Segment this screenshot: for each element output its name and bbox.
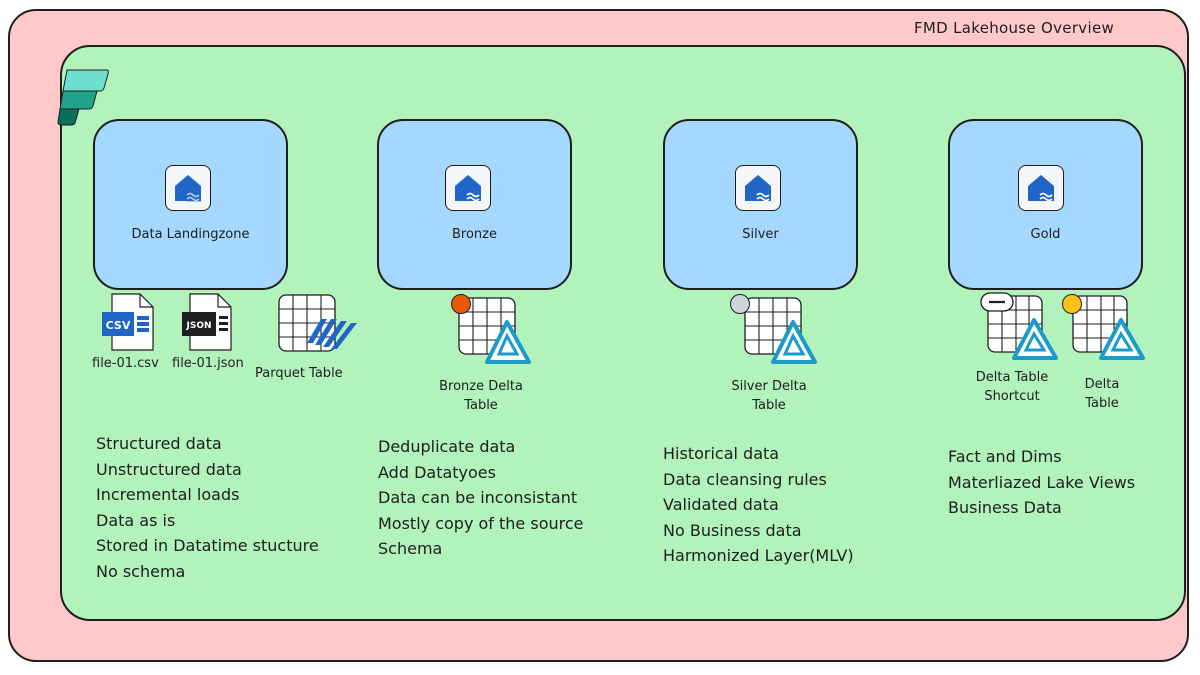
note-line: No schema xyxy=(96,561,186,581)
note-line: No Business data xyxy=(663,520,802,540)
note-line: Stored in Datatime stucture xyxy=(96,536,319,556)
lakehouse-icon xyxy=(735,165,781,211)
note-line: Schema xyxy=(378,539,443,559)
note-line: Incremental loads xyxy=(96,485,240,505)
gold-delta-table-icon xyxy=(1072,295,1145,360)
landing-notes: Structured data Unstructured data Increm… xyxy=(96,431,319,585)
lakehouse-icon xyxy=(165,165,211,211)
note-line: Data can be inconsistant xyxy=(378,488,578,508)
bronze-notes: Deduplicate data Add Datatyoes Data can … xyxy=(378,434,583,562)
note-line: Historical data xyxy=(663,444,780,463)
lakehouse-icon xyxy=(1018,165,1064,211)
fabric-logo-icon xyxy=(57,69,109,126)
silver-notes: Historical data Data cleansing rules Val… xyxy=(663,441,854,569)
json-file-label: file-01.json xyxy=(172,356,244,371)
silver-delta-table-icon xyxy=(744,297,817,364)
note-line: Harmonized Layer(MLV) xyxy=(663,546,854,566)
note-line: Materliazed Lake Views xyxy=(948,472,1136,492)
note-line: Data as is xyxy=(96,510,176,530)
layer-label: Silver xyxy=(742,227,779,242)
bronze-status-dot xyxy=(451,294,471,314)
json-badge: JSON xyxy=(185,321,211,331)
layer-label: Bronze xyxy=(452,227,497,242)
note-line: Validated data xyxy=(663,495,779,515)
json-file-icon: JSON xyxy=(182,293,232,351)
layer-label: Data Landingzone xyxy=(131,227,250,242)
csv-badge: CSV xyxy=(106,319,131,332)
csv-file-label: file-01.csv xyxy=(92,356,159,371)
layer-bronze: Bronze xyxy=(377,119,572,290)
note-line: Data cleansing rules xyxy=(663,469,827,489)
diagram-title: FMD Lakehouse Overview xyxy=(914,19,1115,37)
bronze-delta-table-icon xyxy=(458,297,531,364)
silver-status-dot xyxy=(730,294,750,314)
note-line: Structured data xyxy=(96,434,222,453)
csv-file-icon: CSV xyxy=(102,293,154,351)
note-line: Fact and Dims xyxy=(948,447,1062,466)
layer-landingzone: Data Landingzone xyxy=(93,119,288,290)
note-line: Add Datatyoes xyxy=(378,462,496,482)
parquet-table-label: Parquet Table xyxy=(255,366,343,381)
layer-label: Gold xyxy=(1030,227,1061,242)
note-line: Unstructured data xyxy=(96,459,242,479)
layer-gold: Gold xyxy=(948,119,1143,290)
gold-status-dot xyxy=(1062,294,1082,314)
gold-notes: Fact and Dims Materliazed Lake Views Bus… xyxy=(948,444,1135,521)
lakehouse-icon xyxy=(445,165,491,211)
note-line: Business Data xyxy=(948,498,1062,518)
note-line: Mostly copy of the source xyxy=(378,513,584,533)
note-line: Deduplicate data xyxy=(378,437,516,456)
parquet-table-icon xyxy=(278,294,357,352)
gold-delta-shortcut-icon xyxy=(980,292,1058,360)
layer-silver: Silver xyxy=(663,119,858,290)
